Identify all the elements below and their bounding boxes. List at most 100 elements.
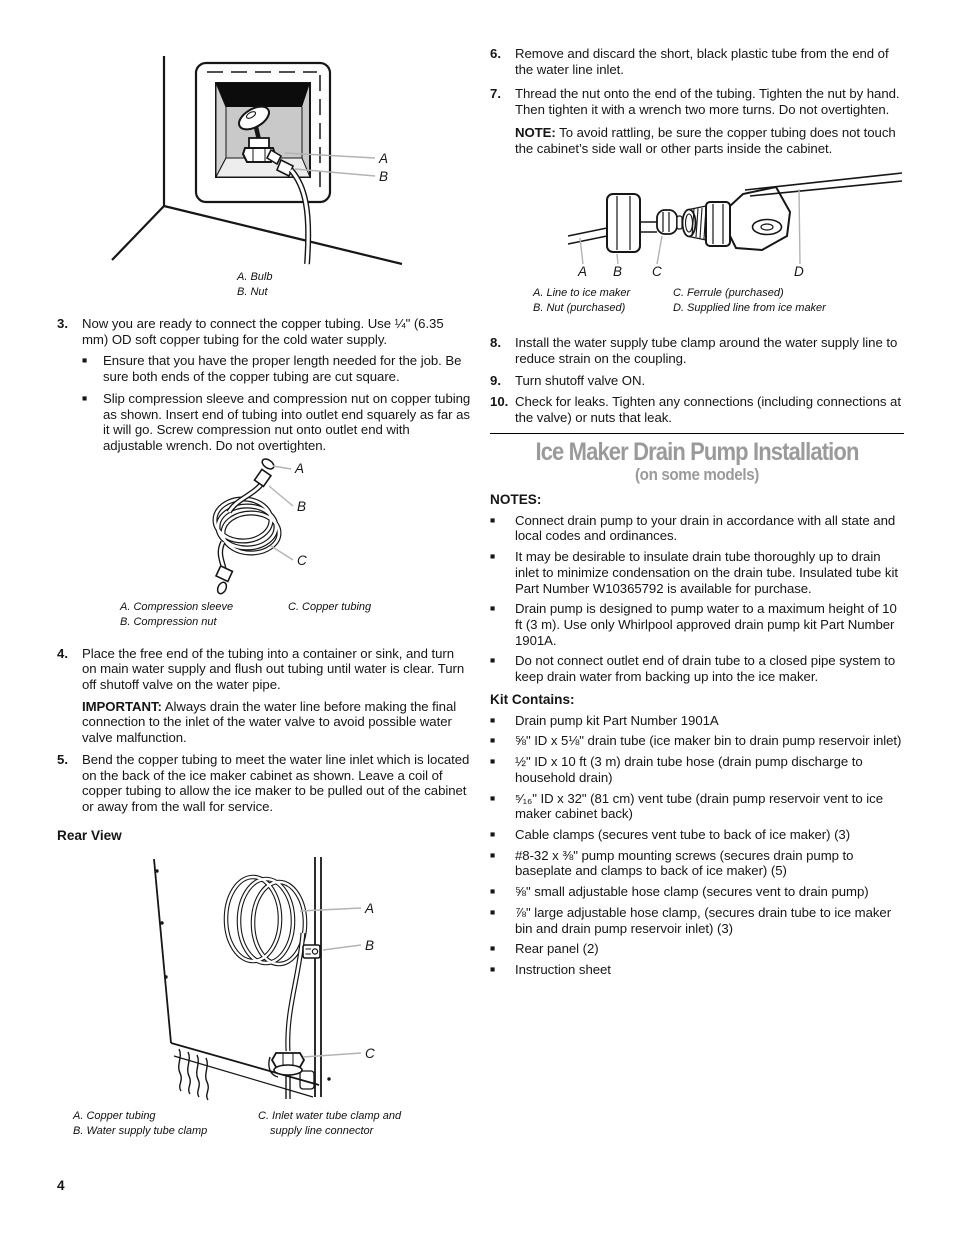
rear-view-drawing: A B C [153, 856, 375, 1101]
square-bullet-icon: ■ [490, 603, 496, 614]
step-number: 7. [490, 86, 501, 102]
kit-contains-heading: Kit Contains: [490, 691, 575, 707]
note-text: Connect drain pump to your drain in acco… [515, 512, 896, 544]
important-label: IMPORTANT: [82, 698, 162, 714]
figure-label-c: C [652, 264, 662, 279]
notes-heading: NOTES: [490, 491, 542, 507]
right-column: 6. Remove and discard the short, black p… [490, 46, 904, 978]
kit-item: ■ #8-32 x ⅜" pump mounting screws (secur… [490, 848, 904, 879]
square-bullet-icon: ■ [490, 514, 496, 525]
figure-label-a: A [294, 461, 304, 476]
kit-item: ■ Instruction sheet [490, 962, 904, 978]
section-divider [490, 432, 904, 434]
step-5: 5. Bend the copper tubing to meet the wa… [57, 752, 471, 815]
kit-item-text: ⅝" small adjustable hose clamp (secures … [515, 884, 869, 900]
step-text: Place the free end of the tubing into a … [82, 645, 465, 693]
kit-item-text: Instruction sheet [515, 961, 611, 977]
note-paragraph: NOTE: To avoid rattling, be sure the cop… [515, 125, 904, 156]
figure-caption-line-to-ice-maker: A. Line to ice maker [533, 287, 631, 300]
note-text: Drain pump is designed to pump water to … [515, 601, 897, 648]
step-text: Remove and discard the short, black plas… [515, 46, 889, 77]
bullet-text: Slip compression sleeve and compression … [103, 390, 471, 453]
coiled-tubing-drawing: A B C [212, 457, 307, 595]
square-bullet-icon: ■ [490, 655, 496, 666]
kit-item: ■ Cable clamps (secures vent tube to bac… [490, 827, 904, 843]
section-title: Ice Maker Drain Pump Installation [535, 437, 859, 466]
figure-caption-nut-purchased: B. Nut (purchased) [533, 302, 626, 315]
square-bullet-icon: ■ [490, 886, 496, 897]
note-item: ■ Connect drain pump to your drain in ac… [490, 513, 904, 544]
note-item: ■ It may be desirable to insulate drain … [490, 549, 904, 596]
figure-caption-nut: B. Nut [237, 286, 268, 298]
fittings-drawing: A B C D [567, 172, 903, 279]
figure-label-a: A [577, 264, 587, 279]
square-bullet-icon: ■ [82, 392, 88, 403]
kit-item: ■ ⅝" ID x 5⅛" drain tube (ice maker bin … [490, 733, 904, 749]
kit-item: ■ ⁵⁄₁₆" ID x 32" (81 cm) vent tube (drai… [490, 791, 904, 822]
step-number: 5. [57, 751, 68, 767]
figure-caption-ferrule: C. Ferrule (purchased) [673, 287, 784, 300]
square-bullet-icon: ■ [490, 828, 496, 839]
kit-item: ■ ⅞" large adjustable hose clamp, (secur… [490, 905, 904, 936]
kit-item: ■ Drain pump kit Part Number 1901A [490, 713, 904, 729]
kit-item-text: #8-32 x ⅜" pump mounting screws (secures… [515, 847, 854, 879]
kit-contains-list: ■ Drain pump kit Part Number 1901A ■ ⅝" … [490, 713, 904, 978]
figure-label-a: A [364, 901, 374, 916]
figure-caption-copper-tubing: A. Copper tubing [73, 1109, 156, 1122]
notes-list: ■ Connect drain pump to your drain in ac… [490, 513, 904, 685]
kit-item-text: Drain pump kit Part Number 1901A [515, 712, 719, 728]
kit-item: ■ ½" ID x 10 ft (3 m) drain tube hose (d… [490, 754, 904, 785]
step-text: Bend the copper tubing to meet the water… [82, 751, 470, 814]
kit-item-text: Cable clamps (secures vent tube to back … [515, 826, 851, 842]
kit-item-text: ½" ID x 10 ft (3 m) drain tube hose (dra… [515, 754, 863, 785]
step-4: 4. Place the free end of the tubing into… [57, 646, 471, 746]
figure-caption-supplied-line: D. Supplied line from ice maker [673, 302, 826, 315]
square-bullet-icon: ■ [490, 792, 496, 803]
figure-caption-water-supply-tube-clamp: B. Water supply tube clamp [73, 1124, 208, 1137]
section-subtitle: (on some models) [634, 465, 759, 484]
step-text: Turn shutoff valve ON. [515, 372, 646, 388]
kit-item-text: ⅝" ID x 5⅛" drain tube (ice maker bin to… [515, 733, 902, 749]
water-inlet-drawing: A B [111, 56, 403, 265]
step-9: 9. Turn shutoff valve ON. [490, 373, 904, 389]
step-number: 9. [490, 372, 501, 388]
kit-item-text: ⅞" large adjustable hose clamp, (secures… [515, 904, 892, 936]
figure-label-b: B [613, 264, 622, 279]
square-bullet-icon: ■ [490, 849, 496, 860]
square-bullet-icon: ■ [490, 735, 496, 746]
kit-item-text: Rear panel (2) [515, 941, 599, 957]
note-text: To avoid rattling, be sure the copper tu… [515, 124, 896, 156]
square-bullet-icon: ■ [490, 943, 496, 954]
figure-label-c: C [365, 1046, 375, 1061]
note-text: It may be desirable to insulate drain tu… [515, 549, 898, 596]
step-text: Now you are ready to connect the copper … [82, 316, 444, 347]
bullet-item: ■ Ensure that you have the proper length… [82, 353, 471, 384]
bullet-text: Ensure that you have the proper length n… [103, 353, 462, 385]
figure-label-c: C [297, 553, 307, 568]
note-item: ■ Do not connect outlet end of drain tub… [490, 653, 904, 684]
figure-caption-inlet-clamp-line1: C. Inlet water tube clamp and [258, 1109, 402, 1122]
step-text: Thread the nut onto the end of the tubin… [515, 86, 900, 118]
square-bullet-icon: ■ [490, 906, 496, 917]
figure-rear-view: A B C A. Copper tubing B. Water supply t… [57, 849, 471, 1139]
left-column: A B A. Bulb B. Nut 3. Now you are ready … [57, 50, 471, 1139]
figure-caption-copper-tubing: C. Copper tubing [288, 600, 372, 613]
figure-label-b: B [297, 499, 306, 514]
page-number: 4 [57, 1178, 65, 1193]
step-number: 3. [57, 316, 68, 331]
note-item: ■ Drain pump is designed to pump water t… [490, 601, 904, 648]
note-text: Do not connect outlet end of drain tube … [515, 653, 896, 685]
figure-label-b: B [379, 169, 388, 184]
figure-label-d: D [794, 264, 804, 279]
kit-item-text: ⁵⁄₁₆" ID x 32" (81 cm) vent tube (drain … [515, 790, 883, 822]
square-bullet-icon: ■ [490, 963, 496, 974]
figure-caption-compression-nut: B. Compression nut [120, 615, 217, 628]
figure-compression-fittings: A B C D A. Line to ice maker B. Nut (pur… [490, 170, 904, 316]
square-bullet-icon: ■ [490, 714, 496, 725]
step-text: Install the water supply tube clamp arou… [515, 335, 898, 366]
figure-water-supply-inlet: A B A. Bulb B. Nut [57, 50, 471, 300]
step-number: 6. [490, 46, 501, 61]
step-7: 7. Thread the nut onto the end of the tu… [490, 86, 904, 156]
step-6: 6. Remove and discard the short, black p… [490, 46, 904, 77]
